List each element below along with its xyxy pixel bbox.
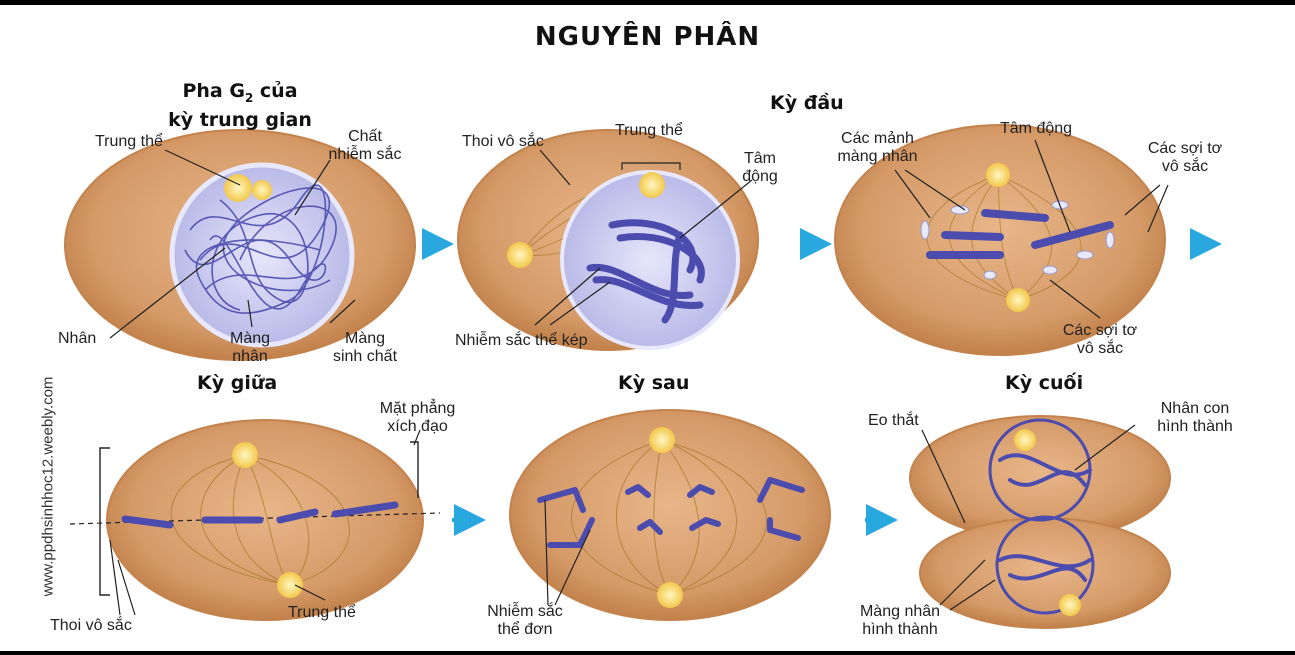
diagram-title: NGUYÊN PHÂN: [0, 22, 1295, 52]
g2-label-pm-2: sinh chất: [333, 348, 397, 365]
telophase-title: Kỳ cuối: [1005, 372, 1083, 394]
g2-cell: [65, 130, 415, 360]
g2-label-nm-1: Màng: [230, 330, 270, 347]
metaphase-centrosome-2: [277, 572, 303, 598]
prometaphase-label-fibers-b1: Các sợi tơ: [1063, 322, 1137, 339]
anaphase-centrosome-2: [657, 582, 683, 608]
telophase-label-membrane-2: hình thành: [862, 621, 938, 638]
g2-title-line2: kỳ trung gian: [168, 109, 312, 131]
prophase-label-double-chromosome: Nhiễm sắc thể kép: [455, 332, 588, 350]
telophase-label-daughter-2: hình thành: [1157, 418, 1233, 435]
g2-label-plasma-membrane: Màng sinh chất: [310, 330, 420, 366]
prometaphase-centrosome-2: [1006, 288, 1030, 312]
prophase-label-centrosome: Trung thể: [615, 122, 683, 140]
g2-label-nucleus: Nhân: [58, 330, 96, 348]
anaphase-title: Kỳ sau: [618, 372, 689, 394]
telophase-label-membrane: Màng nhân hình thành: [825, 603, 975, 639]
prophase-centrosome-1: [507, 242, 533, 268]
g2-title: Pha G2 của kỳ trung gian: [140, 80, 340, 131]
g2-label-nuclear-membrane: Màng nhân: [205, 330, 295, 366]
prophase-label-centromere-2: động: [742, 168, 778, 185]
g2-label-chromatin: Chất nhiễm sắc: [300, 128, 430, 164]
telophase-label-furrow: Eo thắt: [868, 412, 919, 430]
telophase-label-membrane-1: Màng nhân: [860, 603, 940, 620]
anaphase-label-single-1: Nhiễm sắc: [487, 603, 563, 620]
prophase-label-centromere: Tâm động: [735, 150, 785, 186]
telophase-label-daughter: Nhân con hình thành: [1120, 400, 1270, 436]
g2-label-centrosome: Trung thể: [95, 133, 163, 151]
g2-label-chromatin-1: Chất: [348, 128, 382, 145]
g2-title-start: Pha G: [182, 80, 244, 102]
prophase-label-centromere-1: Tâm: [744, 150, 776, 167]
anaphase-label-single: Nhiễm sắc thể đơn: [465, 603, 585, 639]
g2-label-chromatin-2: nhiễm sắc: [329, 146, 402, 163]
prometaphase-label-fibers-top: Các sợi tơ vô sắc: [1130, 140, 1240, 176]
g2-centrosome: [224, 174, 252, 202]
prometaphase-label-fibers-1: Các sợi tơ: [1148, 140, 1222, 157]
metaphase-label-spindle: Thoi vô sắc: [50, 617, 132, 635]
prophase-centrosome-2: [639, 172, 665, 198]
metaphase-label-plane-2: xích đạo: [387, 418, 447, 435]
prophase-cell: [458, 130, 758, 350]
g2-label-pm-1: Màng: [345, 330, 385, 347]
prometaphase-label-fragments-1: Các mảnh: [841, 130, 914, 147]
anaphase-label-single-2: thể đơn: [498, 621, 553, 638]
metaphase-cell: [70, 420, 440, 620]
prometaphase-centrosome-1: [986, 163, 1010, 187]
g2-title-end: của: [253, 80, 297, 102]
prometaphase-label-fibers-b2: vô sắc: [1077, 340, 1123, 357]
prometaphase-label-centromere: Tâm động: [1000, 120, 1072, 138]
prophase-label-spindle: Thoi vô sắc: [462, 133, 544, 151]
prophase-nucleus: [562, 172, 738, 348]
g2-label-nm-2: nhân: [232, 348, 268, 365]
metaphase-title: Kỳ giữa: [197, 372, 277, 394]
metaphase-label-centrosome: Trung thể: [288, 604, 356, 622]
prometaphase-label-fragments: Các mảnh màng nhân: [815, 130, 940, 166]
website-watermark: www.ppdhsinhhoc12.weebly.com: [40, 357, 57, 617]
telophase-centrosome-2: [1059, 594, 1081, 616]
prometaphase-label-fibers-2: vô sắc: [1162, 158, 1208, 175]
telophase-label-daughter-1: Nhân con: [1161, 400, 1230, 417]
prometaphase-label-fragments-2: màng nhân: [837, 148, 917, 165]
metaphase-centrosome-1: [232, 442, 258, 468]
telophase-centrosome-1: [1014, 429, 1036, 451]
prophase-title: Kỳ đầu: [770, 92, 844, 114]
metaphase-label-plane-1: Mặt phẳng: [380, 400, 456, 417]
prometaphase-label-fibers-bottom: Các sợi tơ vô sắc: [1045, 322, 1155, 358]
metaphase-label-plane: Mặt phẳng xích đạo: [345, 400, 490, 436]
anaphase-centrosome-1: [649, 427, 675, 453]
anaphase-cell: [510, 410, 830, 620]
